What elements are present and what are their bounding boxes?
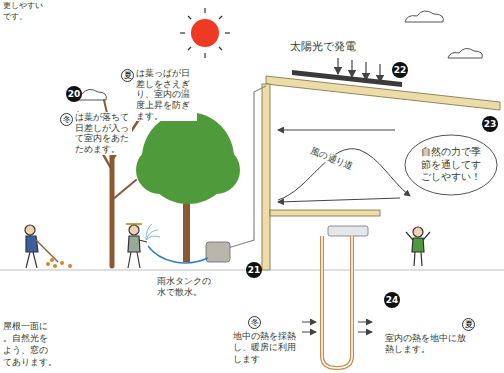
sun (180, 8, 230, 58)
hose (148, 246, 208, 263)
handwritten-note: てあります。 (3, 357, 83, 368)
heat-arrow (302, 322, 372, 332)
handwritten-note: は葉が落ちて日差しが入って室内をあたためます。 (74, 112, 132, 155)
handwritten-note: 。自然光を (3, 333, 83, 344)
wall (262, 84, 270, 270)
handwritten-note: 雨水タンクの水で散水。 (156, 276, 213, 297)
season-mark: 夏 (121, 69, 134, 82)
callout-number: 20 (66, 86, 82, 102)
wind-arrow (278, 130, 395, 131)
rain-tank (206, 242, 230, 262)
cloud-text: 自然の力で季節を通してすごしやすい！ (420, 146, 482, 184)
person (25, 225, 58, 268)
floor (270, 210, 380, 216)
person (126, 224, 147, 268)
callout-number: 21 (246, 262, 262, 278)
callout-number: 22 (392, 62, 408, 78)
season-mark: 夏 (462, 318, 475, 331)
handwritten-note: 屋根一面に (3, 321, 83, 332)
ground-loop-pipe (322, 236, 352, 368)
thought-cloud: 自然の力で季節を通してすごしやすい！ (404, 134, 498, 196)
heat-pump-unit (328, 226, 368, 236)
handwritten-note: 太陽光で発電 (290, 40, 380, 54)
handwritten-note: 地中の熱を採熱し、暖房に利用します (232, 331, 300, 365)
season-mark: 冬 (248, 316, 261, 329)
handwritten-note: よう、窓の (3, 345, 83, 356)
solar-panel (292, 70, 402, 87)
water-spray (146, 224, 160, 240)
wind-arrow (278, 149, 410, 200)
season-mark: 冬 (60, 113, 73, 126)
cloud (70, 11, 482, 100)
handwritten-note: は葉っぱが日差しをさえぎり、室内の温度上昇を防ぎます。 (135, 68, 197, 121)
child (406, 227, 430, 266)
callout-number: 24 (384, 292, 400, 308)
cloud-shape (405, 135, 497, 195)
handwritten-note: 室内の熱を地中に放熱します。 (384, 333, 468, 356)
wind-arrow (278, 198, 400, 202)
handwritten-note: 更しやすい (3, 1, 73, 11)
handwritten-note: です。 (3, 12, 73, 22)
fallen-leaves (46, 258, 72, 268)
callout-number: 23 (482, 116, 498, 132)
ground-loop-pipe (322, 236, 352, 368)
leafy-tree (136, 112, 240, 262)
